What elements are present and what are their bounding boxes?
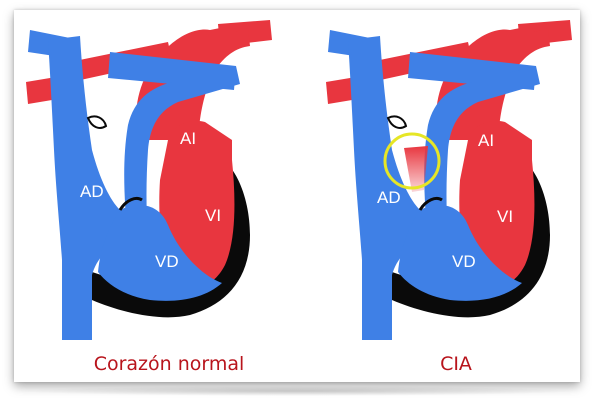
label-ai: AI	[478, 131, 494, 150]
label-vi: VI	[497, 207, 513, 226]
panel-normal-heart: AD AI VD VI Corazón normal	[26, 20, 272, 375]
caption-normal: Corazón normal	[94, 353, 245, 375]
label-vd: VD	[452, 252, 476, 271]
label-vd: VD	[155, 252, 179, 271]
caption-cia: CIA	[440, 353, 472, 375]
label-ai: AI	[180, 129, 196, 148]
panel-cia-heart: AD AI VD VI CIA	[326, 20, 572, 375]
label-vi: VI	[205, 206, 221, 225]
label-ad: AD	[80, 182, 104, 201]
label-ad: AD	[377, 188, 401, 207]
